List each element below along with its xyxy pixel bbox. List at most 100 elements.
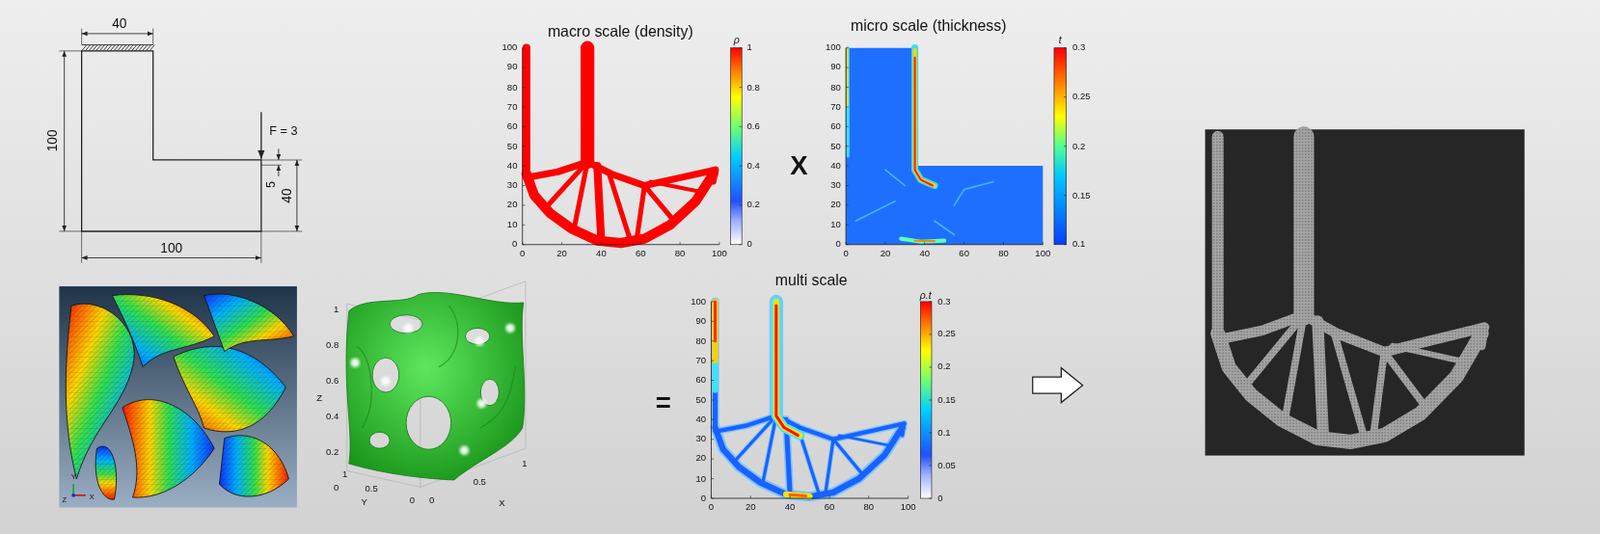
- panel-title: X: [789, 152, 808, 179]
- tick-mark: [739, 244, 743, 245]
- tick-label: 0.4: [325, 412, 339, 423]
- product-streak: [776, 301, 801, 436]
- tick-mark: [928, 432, 932, 434]
- triad-z: [71, 493, 76, 498]
- tick-mark: [522, 244, 526, 245]
- tick-mark: [521, 242, 523, 245]
- tick-label: 90: [507, 62, 518, 73]
- tick-label: 50: [507, 141, 518, 152]
- thickness-field: [845, 48, 1043, 245]
- tick-label: 30: [507, 181, 518, 191]
- tick-label: 20: [830, 200, 841, 211]
- member-core: [825, 439, 834, 494]
- thickness-streak: [846, 48, 850, 157]
- member-core: [712, 301, 718, 429]
- tick-label: 40: [596, 248, 607, 259]
- member-core: [902, 423, 905, 435]
- tick-label: 0.8: [746, 82, 760, 93]
- tick-mark: [1063, 194, 1067, 196]
- thickness-streak: [885, 169, 905, 186]
- thickness-streak: [846, 48, 849, 108]
- tick-mark: [739, 204, 743, 206]
- density-member: [636, 186, 645, 241]
- panel-title: multi scale: [775, 271, 848, 288]
- tick-mark: [1063, 244, 1067, 245]
- panel-title: =: [655, 389, 672, 416]
- tick-label: 0.4: [746, 161, 760, 171]
- tick-label: 20: [507, 200, 518, 211]
- dimension-line: [296, 160, 298, 232]
- tick-mark: [710, 379, 714, 381]
- tick-label: 40: [507, 161, 518, 171]
- colorbar: [731, 48, 743, 245]
- member-edge: [710, 301, 719, 429]
- render-background: [58, 286, 298, 508]
- tick-mark: [561, 242, 563, 245]
- tick-label: 0.2: [746, 200, 760, 211]
- gyroid-surface: [204, 294, 295, 353]
- tick-label: 60: [696, 376, 707, 386]
- thickness-streak: [915, 50, 935, 187]
- tick-label: 70: [507, 102, 518, 112]
- tick-label: 40: [696, 415, 707, 426]
- mesh-overlay: [218, 435, 289, 497]
- tick-label: 80: [696, 336, 707, 347]
- tick-mark: [600, 242, 602, 245]
- tick-label: ρ.t: [920, 290, 932, 301]
- tick-label: 100: [1034, 248, 1051, 259]
- tick-label: 0: [746, 240, 752, 250]
- tick-label: 100: [825, 43, 841, 54]
- lattice-member: [1218, 315, 1485, 353]
- tick-label: 70: [696, 355, 707, 366]
- tick-label: X: [89, 492, 95, 500]
- tick-label: 0: [701, 493, 706, 504]
- tick-label: 0.6: [325, 377, 339, 387]
- tick-mark: [1042, 242, 1044, 245]
- tick-label: Z: [316, 394, 323, 405]
- tick-label: 0.2: [325, 448, 339, 459]
- density-member: [596, 165, 601, 242]
- tick-mark: [522, 185, 526, 187]
- tick-mark: [845, 185, 849, 187]
- tick-label: 0: [708, 503, 714, 514]
- tick-mark: [739, 165, 743, 167]
- tick-mark: [845, 126, 849, 128]
- dimension-line: [81, 32, 154, 34]
- tick-label: 20: [556, 248, 568, 259]
- member-edge: [825, 439, 834, 494]
- tick-label: 60: [958, 248, 970, 259]
- tick-mark: [522, 67, 526, 69]
- tick-label: Z: [61, 495, 67, 503]
- tick-label: 100: [711, 248, 728, 259]
- product-streak: [713, 301, 717, 342]
- tick-label: ρ: [733, 35, 740, 47]
- specular-highlight: [477, 399, 488, 409]
- tick-label: 1: [746, 43, 752, 54]
- lattice-member: [1293, 136, 1314, 316]
- tick-label: 80: [507, 82, 518, 93]
- tick-mark: [1063, 47, 1067, 49]
- tick-label: 0: [333, 484, 339, 494]
- specular-highlight: [505, 324, 516, 334]
- tick-mark: [907, 495, 909, 499]
- dimension-line: [277, 164, 279, 177]
- tick-mark: [522, 126, 526, 128]
- lattice-member: [1392, 346, 1463, 362]
- extension-line: [260, 231, 262, 264]
- tick-mark: [710, 300, 714, 302]
- shading-curve: [356, 346, 372, 429]
- dimension-label: F = 3: [269, 124, 298, 137]
- x-axis: [522, 244, 720, 245]
- tick-mark: [923, 242, 925, 245]
- tick-label: 0: [836, 240, 841, 250]
- dimension-line: [81, 257, 262, 259]
- member-core: [833, 439, 864, 476]
- multi-scale-plot: [710, 301, 932, 499]
- dimension-line: [63, 51, 65, 232]
- tick-label: 0.5: [473, 477, 487, 488]
- tick-label: 80: [830, 82, 841, 93]
- product-streak: [711, 301, 718, 361]
- thickness-streak: [915, 48, 935, 187]
